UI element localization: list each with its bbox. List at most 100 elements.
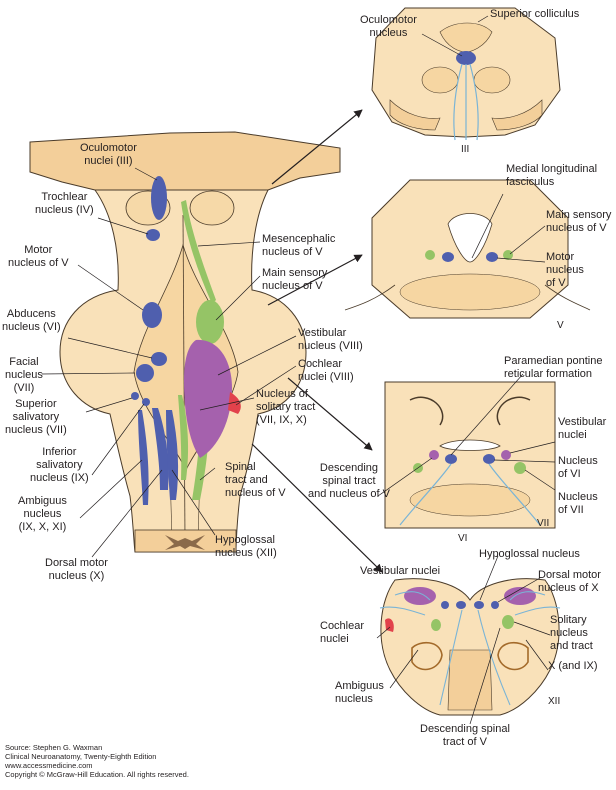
medulla-outline xyxy=(380,578,560,716)
trigeminal-fibers xyxy=(344,284,591,311)
dorsal-motor-nucleus xyxy=(152,408,169,490)
spinal-gray-matter xyxy=(165,535,205,550)
main-sensory-v-section-right xyxy=(503,250,513,260)
upper-pons-section xyxy=(344,179,591,319)
arrow-to-midbrain xyxy=(271,109,363,185)
label-superior-salivatory: Superior salivatory nucleus (VII) xyxy=(5,398,67,436)
label-paramedian-pontine: Paramedian pontine reticular formation xyxy=(504,355,603,380)
label-nucleus-vi: Nucleus of VI xyxy=(558,455,598,480)
label-superior-colliculus: Superior colliculus xyxy=(490,8,580,20)
label-ambiguus-nucleus-medulla: Ambiguus nucleus xyxy=(335,680,384,705)
label-cochlear-nuclei-medulla: Cochlear nuclei xyxy=(320,620,365,645)
hypoglossal-medulla-right xyxy=(474,601,484,609)
label-medial-longitudinal-fasciculus: Medial longitudinal fasciculus xyxy=(506,163,598,188)
label-solitary-nucleus: Solitary nucleus and tract xyxy=(550,614,593,652)
midline-sulcus xyxy=(182,214,186,541)
label-mesencephalic-nucleus: Mesencephalic nucleus of V xyxy=(262,233,336,258)
mesencephalic-nucleus-of-v xyxy=(181,200,216,304)
label-nucleus-solitary-tract: Nucleus of solitary tract (VII, IX, X) xyxy=(256,388,316,426)
label-trochlear-nucleus: Trochlear nucleus (IV) xyxy=(35,191,94,216)
solitary-medulla-left xyxy=(431,619,441,631)
label-ambiguus-nucleus: Ambiguus nucleus (IX, X, XI) xyxy=(18,495,67,533)
source-line-1: Source: Stephen G. Waxman xyxy=(5,743,103,752)
abducens-nucleus xyxy=(151,352,167,366)
cerebral-aqueduct-gray xyxy=(439,22,493,53)
motor-nucleus-v-section-right xyxy=(486,252,498,262)
label-main-sensory-nucleus-section: Main sensory nucleus of V xyxy=(546,209,612,234)
main-sensory-nucleus-of-v xyxy=(196,300,224,344)
vestibular-nuclei-lower-right xyxy=(501,450,511,460)
label-vestibular-nucleus: Vestibular nucleus (VIII) xyxy=(298,327,363,352)
label-oculomotor-nuclei: Oculomotor nuclei (III) xyxy=(80,142,137,167)
left-crus xyxy=(389,99,441,131)
cerebellar-folia xyxy=(409,396,531,426)
label-descending-spinal-tract-lower: Descending spinal tract and nucleus of V xyxy=(308,462,390,500)
label-vestibular-nuclei-lower: Vestibular nuclei xyxy=(558,416,607,441)
fourth-ventricle-upper xyxy=(447,213,493,263)
arrow-to-medulla xyxy=(251,443,383,573)
label-main-sensory-nucleus: Main sensory nucleus of V xyxy=(262,267,328,292)
motor-nucleus-of-v xyxy=(142,302,162,328)
label-descending-spinal-tract-medulla: Descending spinal tract of V xyxy=(420,723,510,748)
left-red-nucleus xyxy=(421,66,459,94)
vestibular-nuclei-medulla-left xyxy=(404,587,436,605)
dorsal-motor-medulla-right xyxy=(491,601,499,609)
nucleus-of-solitary-tract xyxy=(178,395,189,480)
cochlear-nuclei xyxy=(228,392,241,414)
oculomotor-nuclei xyxy=(151,176,167,220)
motor-nucleus-v-section-left xyxy=(442,252,454,262)
label-hypoglossal-nucleus-medulla: Hypoglossal nucleus xyxy=(479,548,580,560)
lower-pons-section xyxy=(384,381,556,529)
inferior-olive-left xyxy=(411,641,443,671)
label-nerve-xii: XII xyxy=(548,696,561,707)
right-red-nucleus xyxy=(473,66,511,94)
label-dorsal-motor-nucleus-medulla: Dorsal motor nucleus of X xyxy=(538,569,601,594)
vestibular-nuclei-lower-left xyxy=(429,450,439,460)
label-inferior-salivatory: Inferior salivatory nucleus (IX) xyxy=(30,446,89,484)
label-nerve-iii: III xyxy=(461,144,470,155)
hypoglossal-nucleus xyxy=(166,410,179,500)
trochlear-nucleus xyxy=(146,229,160,241)
pontine-base-lower xyxy=(409,483,531,517)
label-dorsal-motor-nucleus: Dorsal motor nucleus (X) xyxy=(45,557,108,582)
source-line-4: Copyright © McGraw-Hill Education. All r… xyxy=(5,770,189,779)
dorsal-brainstem-view xyxy=(29,131,341,553)
label-motor-nucleus-section: Motor nucleus of V xyxy=(546,251,584,289)
label-nerve-v: V xyxy=(557,320,564,331)
right-superior-colliculus xyxy=(189,190,235,226)
midbrain-section xyxy=(371,7,561,141)
label-nerve-vi: VI xyxy=(458,533,468,544)
label-abducens-nucleus: Abducens nucleus (VI) xyxy=(2,308,61,333)
fourth-ventricle-lower xyxy=(439,439,501,451)
arrow-to-lower-pons xyxy=(287,377,373,451)
pontine-nuclei-region xyxy=(399,273,541,311)
main-sensory-v-section-left xyxy=(425,250,435,260)
facial-nucleus xyxy=(136,364,154,382)
label-hypoglossal-nucleus: Hypoglossal nucleus (XII) xyxy=(215,534,277,559)
source-line-3: www.accessmedicine.com xyxy=(5,761,93,770)
source-line-2: Clinical Neuroanatomy, Twenty-Eighth Edi… xyxy=(5,752,157,761)
label-cochlear-nuclei: Cochlear nuclei (VIII) xyxy=(298,358,354,383)
label-vestibular-nuclei-medulla: Vestibular nuclei xyxy=(360,565,441,577)
facial-nerve-fibers xyxy=(399,463,541,526)
cochlear-medulla-left xyxy=(385,618,394,632)
label-facial-nucleus: Facial nucleus (VII) xyxy=(5,356,43,394)
label-nerve-x-ix: X (and IX) xyxy=(548,660,598,672)
nucleus-vi-right xyxy=(483,454,495,464)
midbrain-cut-surface xyxy=(29,131,341,197)
hypoglossal-medulla-left xyxy=(456,601,466,609)
pyramid-region xyxy=(447,649,493,711)
oculomotor-fibers xyxy=(453,63,479,141)
label-nucleus-vii: Nucleus of VII xyxy=(558,491,598,516)
ambiguus-nucleus xyxy=(138,410,149,505)
label-nerve-vii: VII xyxy=(537,518,550,529)
solitary-medulla-right xyxy=(502,615,514,629)
label-oculomotor-nucleus-section: Oculomotor nucleus xyxy=(360,14,417,39)
label-spinal-tract-nucleus-v: Spinal tract and nucleus of V xyxy=(225,461,286,499)
label-motor-nucleus-v: Motor nucleus of V xyxy=(8,244,69,269)
superior-salivatory-nucleus xyxy=(131,392,139,400)
right-crus xyxy=(491,99,543,131)
nucleus-vii-right xyxy=(514,462,526,474)
